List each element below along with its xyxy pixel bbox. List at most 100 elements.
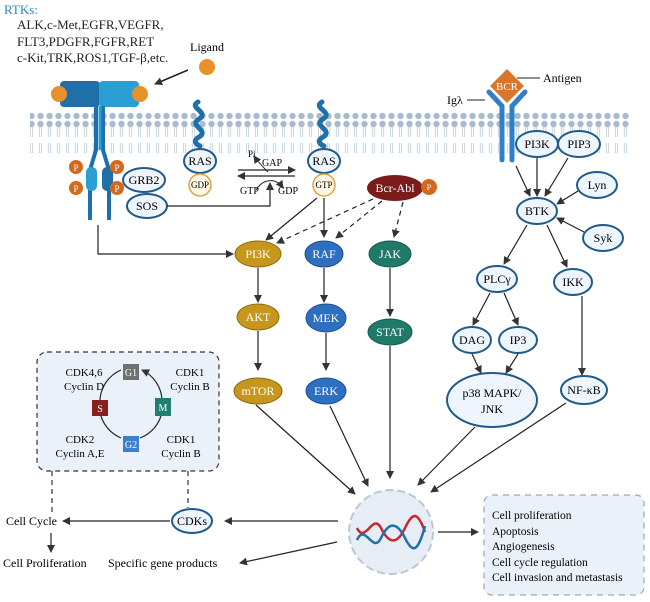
plcg-node[interactable]: PLCγ xyxy=(476,265,518,293)
erk-node[interactable]: ERK xyxy=(305,377,347,405)
nucleus-input-arrows xyxy=(255,346,567,495)
svg-text:PI3K: PI3K xyxy=(245,247,271,261)
mtor-node[interactable]: mTOR xyxy=(233,377,283,405)
ras-to-pi3k-arrow xyxy=(265,197,318,241)
svg-text:BCR: BCR xyxy=(496,81,519,93)
p38-mapk-jnk-node[interactable]: p38 MAPK/JNK xyxy=(446,372,538,428)
svg-text:GAP: GAP xyxy=(262,158,282,169)
svg-text:GTP: GTP xyxy=(315,180,332,190)
svg-text:MEK: MEK xyxy=(313,311,340,325)
svg-text:G2: G2 xyxy=(125,440,137,451)
svg-text:PIP3: PIP3 xyxy=(567,137,590,151)
dag-node[interactable]: DAG xyxy=(452,326,492,354)
antigen-label: Antigen xyxy=(543,71,582,85)
ig-lambda-label: Igλ xyxy=(447,93,463,107)
syk-node[interactable]: Syk xyxy=(582,224,624,252)
rtk-list-line-3: c-Kit,TRK,ROS1,TGF-β,etc. xyxy=(17,50,168,65)
cell-cycle-box xyxy=(36,351,220,472)
svg-text:RAS: RAS xyxy=(188,154,211,168)
cdks-node[interactable]: CDKs xyxy=(171,508,213,534)
svg-text:ERK: ERK xyxy=(314,384,338,398)
bcrabl-to-pi3k-arrow xyxy=(276,198,374,244)
nucleus-to-gene-products-arrow xyxy=(239,541,338,566)
cyclin-ae-label: Cyclin A,E xyxy=(56,448,105,460)
cdk46-label: CDK4,6 xyxy=(66,367,103,379)
akt-node[interactable]: AKT xyxy=(236,303,280,331)
stat-node[interactable]: STAT xyxy=(367,318,413,346)
svg-text:PLCγ: PLCγ xyxy=(483,272,511,286)
ikk-node[interactable]: IKK xyxy=(553,268,593,296)
outcome-item: Cell cycle regulation xyxy=(492,557,588,569)
cdk2-label: CDK2 xyxy=(66,434,95,446)
btk-node[interactable]: BTK xyxy=(516,197,558,225)
svg-text:IKK: IKK xyxy=(562,275,584,289)
rtk-list-line-1: ALK,c-Met,EGFR,VEGFR, xyxy=(17,17,164,32)
cell-cycle-label: Cell Cycle xyxy=(6,514,57,528)
cyclin-d-label: Cyclin D xyxy=(64,381,104,393)
ras-gdp-node[interactable]: RAS GDP xyxy=(183,148,217,197)
phase-s: S xyxy=(92,400,108,416)
pip3-node[interactable]: PIP3 xyxy=(557,130,601,158)
raf-node[interactable]: RAF xyxy=(304,240,344,268)
phase-m: M xyxy=(155,398,171,416)
bcr-abl-node[interactable]: Bcr-Abl P xyxy=(367,175,437,201)
rtk-title: RTKs: xyxy=(4,2,38,17)
ligand-label: Ligand xyxy=(190,40,224,54)
cdk1-bottom-label: CDK1 xyxy=(167,434,196,446)
ligand-icon xyxy=(199,59,215,75)
svg-text:p38 MAPK/: p38 MAPK/ xyxy=(462,386,522,400)
mek-node[interactable]: MEK xyxy=(305,303,347,333)
svg-text:Syk: Syk xyxy=(594,231,613,245)
bcrabl-to-jak-arrow xyxy=(391,201,404,238)
rtk-receptor-icon xyxy=(51,81,148,220)
lyn-node[interactable]: Lyn xyxy=(576,171,618,199)
svg-text:P: P xyxy=(73,184,78,194)
svg-text:GTP: GTP xyxy=(240,186,259,197)
cyclin-b-top-label: Cyclin B xyxy=(170,381,209,393)
ip3-node[interactable]: IP3 xyxy=(498,326,538,354)
svg-text:STAT: STAT xyxy=(376,325,404,339)
svg-text:P: P xyxy=(427,183,432,192)
bcr-pi3k-node[interactable]: PI3K xyxy=(515,130,559,158)
outcomes-box xyxy=(483,494,645,596)
jak-node[interactable]: JAK xyxy=(368,240,412,268)
outcome-item: Apoptosis xyxy=(492,526,539,538)
svg-text:IP3: IP3 xyxy=(510,333,527,347)
dna-icon xyxy=(355,514,427,550)
svg-text:JAK: JAK xyxy=(379,247,401,261)
svg-text:Lyn: Lyn xyxy=(588,178,607,192)
svg-text:PI3K: PI3K xyxy=(524,137,550,151)
svg-text:DAG: DAG xyxy=(459,333,485,347)
rtk-to-pi3k-arrow xyxy=(97,225,234,258)
svg-text:SOS: SOS xyxy=(136,199,158,213)
outcome-item: Cell proliferation xyxy=(492,510,572,522)
cycle-arrows xyxy=(99,370,163,439)
svg-text:RAS: RAS xyxy=(312,154,335,168)
svg-text:G1: G1 xyxy=(125,368,137,379)
sos-node[interactable]: SOS xyxy=(126,193,168,219)
svg-text:NF-κB: NF-κB xyxy=(567,383,600,397)
outcome-item: Angiogenesis xyxy=(492,541,555,553)
ras-gtp-node[interactable]: RAS GTP xyxy=(307,148,341,197)
svg-text:S: S xyxy=(97,404,103,415)
specific-gene-products-label: Specific gene products xyxy=(108,556,218,570)
ras-anchor-right-icon xyxy=(316,99,329,149)
bcrabl-to-raf-arrow xyxy=(335,200,383,239)
pi3k-node[interactable]: PI3K xyxy=(234,240,282,268)
nucleus xyxy=(348,489,434,575)
outcomes-list: Cell proliferation Apoptosis Angiogenesi… xyxy=(492,510,623,584)
svg-text:P: P xyxy=(114,184,119,194)
svg-text:mTOR: mTOR xyxy=(241,384,274,398)
svg-text:CDKs: CDKs xyxy=(177,514,207,528)
bcr-pathway-arrows xyxy=(471,157,586,376)
rtk-list-line-2: FLT3,PDGFR,FGFR,RET xyxy=(17,34,154,49)
svg-text:GDP: GDP xyxy=(191,180,209,190)
ras-anchor-left-icon xyxy=(192,99,205,149)
svg-text:M: M xyxy=(159,403,168,414)
grb2-node[interactable]: GRB2 xyxy=(122,167,166,193)
svg-text:P: P xyxy=(114,163,119,173)
svg-text:JNK: JNK xyxy=(481,402,503,416)
nfkb-node[interactable]: NF-κB xyxy=(560,375,608,405)
svg-text:GDP: GDP xyxy=(278,186,298,197)
